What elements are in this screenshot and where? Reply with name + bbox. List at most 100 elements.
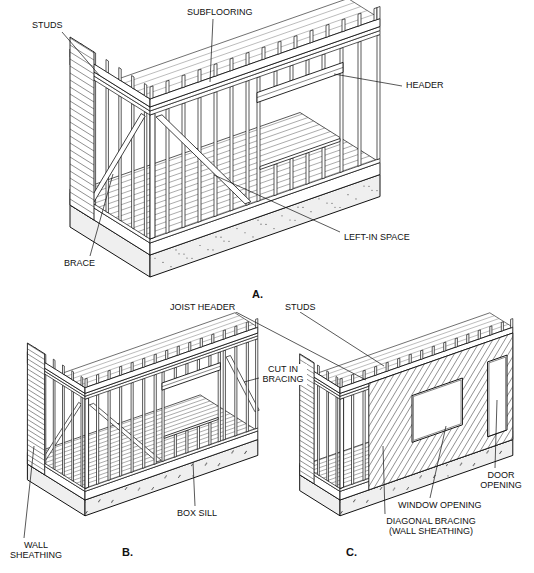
- siding-board: [27, 384, 44, 395]
- concrete-stipple: [179, 475, 180, 476]
- upper-stud: [223, 330, 225, 339]
- siding-board: [27, 369, 44, 380]
- concrete-stipple: [500, 452, 501, 453]
- cripple-stud: [186, 363, 188, 375]
- concrete-stipple: [367, 501, 368, 502]
- sheathing-board: [457, 333, 534, 490]
- cripple-stud: [306, 152, 309, 184]
- siding-board: [300, 470, 314, 479]
- upper-stud: [189, 342, 191, 351]
- stud: [377, 35, 380, 160]
- part-label: BRACE: [62, 258, 97, 268]
- sheathing-board: [235, 333, 329, 490]
- part-label: CUT IN BRACING: [259, 364, 307, 385]
- upper-stud: [455, 338, 457, 347]
- siding-board: [300, 435, 314, 444]
- sheathing-board: [505, 333, 534, 490]
- upper-stud: [363, 370, 365, 379]
- concrete-stipple: [487, 451, 488, 452]
- leader-line: [24, 446, 34, 538]
- siding-board: [300, 450, 314, 459]
- leader-line: [244, 378, 259, 382]
- upper-stud: [246, 322, 248, 331]
- cripple-stud: [306, 59, 309, 75]
- concrete-stipple: [381, 487, 382, 488]
- upper-stud: [81, 377, 83, 387]
- stud: [256, 339, 258, 429]
- upper-stud: [342, 19, 345, 32]
- cripple-stud: [209, 355, 211, 367]
- siding-board: [27, 419, 44, 430]
- stud: [246, 80, 249, 205]
- concrete-stipple: [376, 190, 377, 191]
- panel-letter: C.: [344, 546, 359, 559]
- concrete-stipple: [218, 465, 219, 466]
- sheathing-board: [205, 333, 299, 490]
- concrete-stipple: [175, 249, 176, 250]
- stud: [214, 92, 217, 217]
- siding-board: [70, 59, 94, 74]
- stud: [81, 397, 83, 487]
- sheathing-board: [271, 333, 365, 490]
- concrete-stipple: [153, 487, 154, 488]
- upper-stud: [340, 378, 342, 387]
- concrete-stipple: [112, 501, 113, 502]
- upper-stud: [478, 330, 480, 339]
- siding-board: [27, 440, 44, 451]
- cut-in-brace: [89, 403, 161, 461]
- upper-stud: [318, 365, 320, 375]
- siding-board: [27, 424, 44, 435]
- part-label: SUBFLOORING: [185, 7, 255, 17]
- concrete-stipple: [138, 488, 139, 489]
- cripple-stud: [274, 164, 277, 196]
- siding-board: [70, 80, 94, 95]
- siding-board: [300, 405, 314, 414]
- leader-lines: [24, 19, 497, 538]
- concrete-stipple: [342, 511, 343, 512]
- concrete-stipple: [154, 258, 155, 259]
- sheathing-board: [373, 333, 467, 490]
- box-sill: [85, 431, 258, 500]
- concrete-stipple: [347, 194, 348, 195]
- siding-board: [300, 415, 314, 424]
- upper-stud: [85, 378, 87, 387]
- leader-line: [62, 32, 100, 76]
- upper-stud: [166, 80, 169, 93]
- stud: [182, 103, 185, 228]
- concrete-stipple: [100, 499, 101, 500]
- cripple-stud: [322, 54, 325, 70]
- upper-stud: [72, 371, 74, 381]
- upper-stud: [63, 365, 65, 375]
- upper-stud: [150, 86, 153, 99]
- sheathing-board: [265, 333, 359, 490]
- upper-stud: [198, 69, 201, 82]
- upper-stud: [467, 334, 469, 343]
- concrete-stipple: [355, 198, 356, 199]
- upper-stud: [177, 346, 179, 355]
- siding-board: [27, 394, 44, 405]
- upper-stud: [398, 358, 400, 367]
- siding-board: [27, 429, 44, 440]
- concrete-stipple: [473, 464, 474, 465]
- siding-board: [300, 440, 314, 449]
- stud: [53, 379, 55, 469]
- floor-board: [80, 324, 253, 384]
- stud: [97, 394, 99, 484]
- concrete-stipple: [447, 475, 448, 476]
- leader-line: [214, 175, 340, 232]
- sheathing-board: [199, 333, 293, 490]
- siding-board: [27, 450, 44, 461]
- siding-board: [70, 143, 94, 158]
- stud: [131, 382, 133, 472]
- upper-stud: [132, 76, 134, 90]
- siding-board: [27, 434, 44, 445]
- stud: [63, 385, 65, 475]
- siding-board: [70, 171, 94, 186]
- siding-board: [300, 445, 314, 454]
- leader-line: [495, 400, 497, 468]
- siding-board: [70, 73, 94, 88]
- concrete-stipple: [252, 236, 253, 237]
- siding-board: [70, 150, 94, 165]
- stud: [143, 378, 145, 468]
